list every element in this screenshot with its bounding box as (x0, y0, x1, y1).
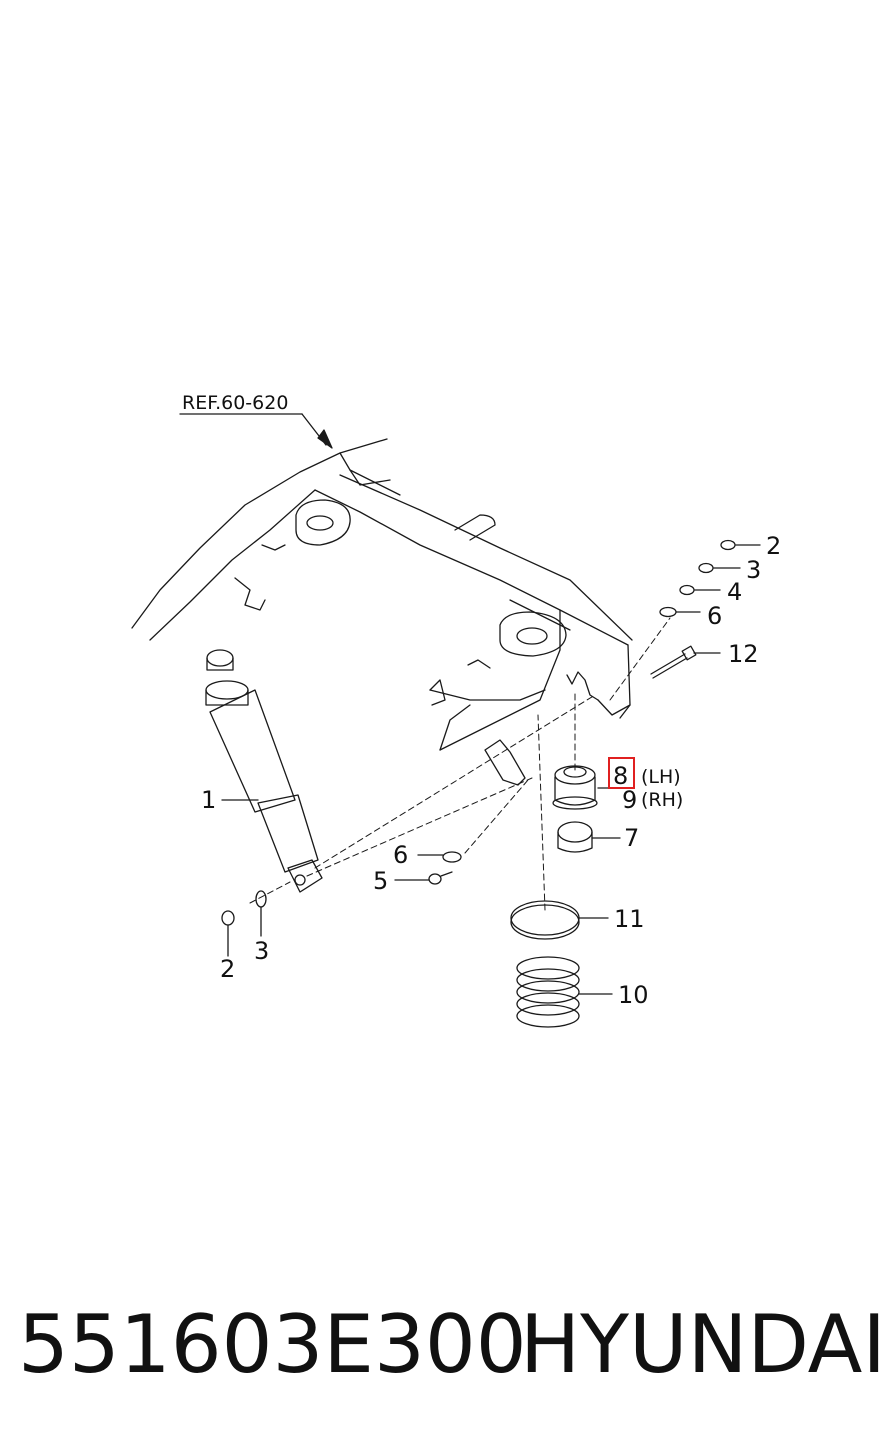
shock-absorber-icon (205, 649, 323, 893)
parts-diagram: REF.60-620 2 3 4 6 12 8 (LH) 9 (RH) 7 1 … (131, 392, 781, 1028)
leader-lines (249, 617, 671, 911)
nut-washer-icon (221, 890, 267, 957)
coil-spring-icon (516, 956, 613, 1028)
callout-10: 10 (618, 981, 649, 1009)
callout-6-top: 6 (707, 602, 722, 630)
callout-12: 12 (728, 640, 759, 668)
callout-11: 11 (614, 905, 645, 933)
part-caption: 551603E300 HYUNDAI (18, 1290, 886, 1400)
callout-2-bottom: 2 (220, 955, 235, 983)
reference-arrow (179, 413, 333, 449)
bolt-washer-icon (394, 851, 462, 885)
callout-4: 4 (727, 578, 742, 606)
brand-name: HYUNDAI (520, 1298, 886, 1391)
fastener-stack-icon (659, 539, 761, 618)
callout-labels: 2 3 4 6 12 8 (LH) 9 (RH) 7 1 6 5 11 10 2… (201, 532, 781, 1009)
callout-2-top: 2 (766, 532, 781, 560)
callout-9: 9 (622, 786, 637, 814)
callout-3-bottom: 3 (254, 937, 269, 965)
frame-crossmember (131, 438, 633, 786)
highlight-box (608, 757, 635, 789)
callout-9-side: (RH) (641, 789, 683, 811)
callout-7: 7 (624, 824, 639, 852)
bump-stopper-icon (557, 821, 621, 853)
part-number: 551603E300 (18, 1298, 527, 1391)
callout-6-bottom: 6 (393, 841, 408, 869)
spring-pad-icon (510, 900, 609, 940)
callout-8-side: (LH) (641, 766, 681, 788)
callout-5: 5 (373, 867, 388, 895)
callout-8: 8 (613, 762, 628, 790)
callout-3-top: 3 (746, 556, 761, 584)
reference-label: REF.60-620 (182, 392, 288, 414)
bolt-icon (650, 645, 721, 679)
callout-1: 1 (201, 786, 216, 814)
